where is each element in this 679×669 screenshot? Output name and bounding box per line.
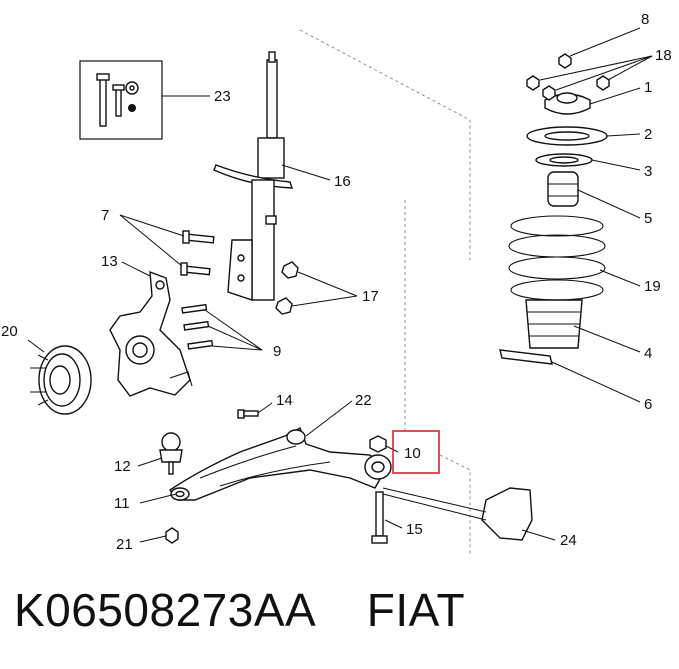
callout-11: 11 bbox=[114, 495, 130, 512]
part-11-lower-control-arm bbox=[139, 400, 386, 504]
highlight-box bbox=[392, 430, 440, 474]
callout-20: 20 bbox=[1, 323, 18, 340]
callout-7: 7 bbox=[101, 207, 109, 224]
part-3-spring-seat bbox=[535, 153, 641, 171]
callout-14: 14 bbox=[276, 392, 293, 409]
callout-10: 10 bbox=[404, 445, 421, 462]
part-13-steering-knuckle bbox=[109, 261, 193, 397]
callout-9: 9 bbox=[273, 343, 281, 360]
part-5-jounce-bumper bbox=[547, 171, 641, 219]
part-20-wheel-hub bbox=[27, 339, 92, 415]
callout-2: 2 bbox=[644, 126, 652, 143]
callout-22: 22 bbox=[355, 392, 372, 409]
callout-6: 6 bbox=[644, 396, 652, 413]
callout-23: 23 bbox=[214, 88, 231, 105]
part-2-bearing bbox=[526, 126, 641, 146]
part-21-nut bbox=[139, 527, 179, 544]
callout-13: 13 bbox=[101, 253, 118, 270]
construction-lines bbox=[299, 29, 471, 555]
callout-24: 24 bbox=[560, 532, 577, 549]
part-4-dust-boot bbox=[525, 299, 641, 353]
part-10-bushing bbox=[364, 435, 399, 480]
part-1-upper-mount bbox=[526, 27, 653, 115]
callout-19: 19 bbox=[644, 278, 661, 295]
part-16-strut bbox=[213, 51, 331, 301]
callout-16: 16 bbox=[334, 173, 351, 190]
callout-18: 18 bbox=[655, 47, 672, 64]
part-15-bolt bbox=[371, 491, 403, 544]
part-14-bolt bbox=[237, 402, 273, 419]
part-7-bolts bbox=[119, 214, 215, 276]
part-19-coil-spring bbox=[508, 215, 641, 301]
callout-8: 8 bbox=[641, 11, 649, 28]
callout-labels: 8 18 1 23 2 3 16 7 5 13 19 17 20 9 4 22 … bbox=[1, 11, 672, 553]
callout-1: 1 bbox=[644, 79, 652, 96]
callout-17: 17 bbox=[362, 288, 379, 305]
callout-15: 15 bbox=[406, 521, 423, 538]
part-24-cover bbox=[382, 487, 556, 541]
part-23-hardware-kit bbox=[79, 60, 210, 140]
part-12-ball-joint bbox=[137, 432, 183, 475]
callout-4: 4 bbox=[644, 345, 652, 362]
callout-5: 5 bbox=[644, 210, 652, 227]
part-number-caption: K06508273AA FIAT bbox=[14, 584, 466, 636]
part-9-bolts bbox=[181, 303, 263, 351]
callout-3: 3 bbox=[644, 163, 652, 180]
part-17-nuts bbox=[275, 261, 358, 315]
part-6-isolator bbox=[499, 349, 641, 403]
callout-12: 12 bbox=[114, 458, 131, 475]
callout-21: 21 bbox=[116, 536, 133, 553]
